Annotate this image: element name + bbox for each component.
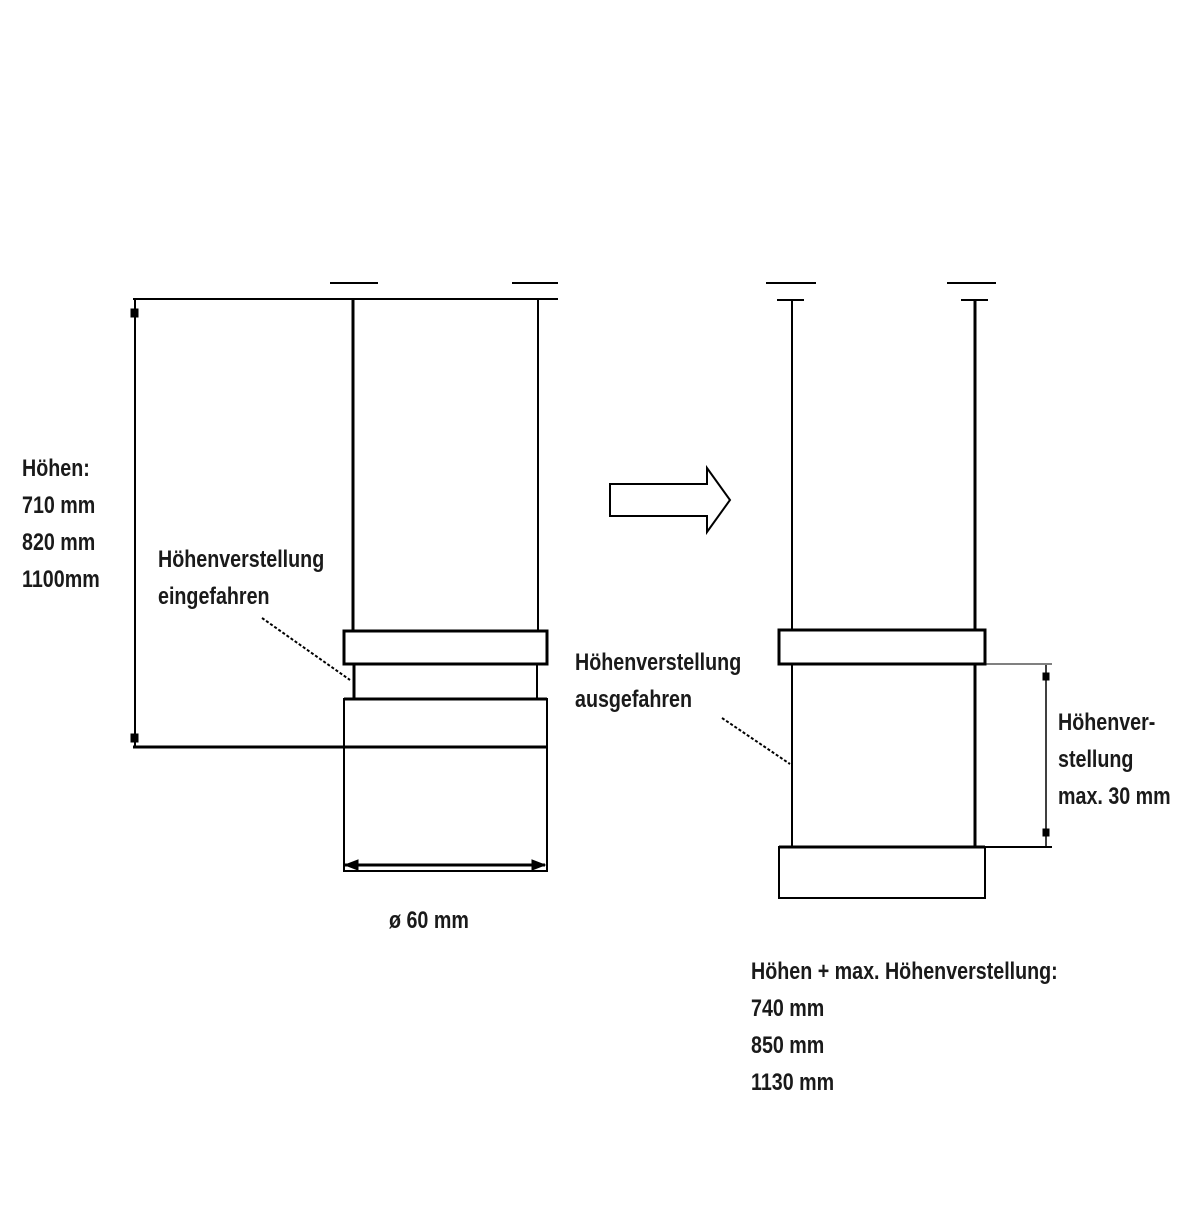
right-heights-label: Höhen + max. Höhenverstellung: 740 mm 85… [751, 953, 1058, 1101]
adjust-label-line: max. 30 mm [1058, 783, 1171, 810]
arrow-outline [609, 464, 732, 536]
extended-label-line: ausgefahren [575, 686, 693, 713]
diameter-label: ø 60 mm [389, 902, 469, 939]
left-heights-label: Höhen: 710 mm 820 mm 1100mm [22, 450, 100, 598]
leg-retracted [130, 282, 558, 872]
ext-collar [777, 628, 987, 666]
left-height-value: 710 mm [22, 492, 96, 519]
right-heights-title: Höhen + max. Höhenverstellung: [751, 958, 1058, 985]
extended-leader-line [721, 717, 791, 765]
ext-dim-tick-bottom [1042, 828, 1050, 837]
extended-label-line: Höhenverstellung [575, 649, 742, 676]
foot-block [343, 698, 548, 872]
right-height-value: 850 mm [751, 1032, 825, 1059]
ext-foot-block [778, 846, 986, 899]
right-height-value: 740 mm [751, 995, 825, 1022]
height-dim-tick-bottom [130, 733, 139, 743]
retracted-leader-line [261, 617, 351, 681]
diameter-arrow-left [343, 859, 359, 871]
leg-extended [721, 282, 1052, 899]
extended-label: Höhenverstellung ausgefahren [575, 644, 741, 718]
ext-dim-tick-top [1042, 672, 1050, 681]
adjust-max-label: Höhenver- stellung max. 30 mm [1058, 704, 1171, 815]
retracted-label-line: eingefahren [158, 583, 270, 610]
left-heights-title: Höhen: [22, 455, 90, 482]
left-height-value: 820 mm [22, 529, 96, 556]
right-height-value: 1130 mm [751, 1069, 835, 1096]
diameter-arrow-right [531, 859, 547, 871]
retracted-label: Höhenverstellung eingefahren [158, 541, 324, 615]
adjust-label-line: stellung [1058, 746, 1134, 773]
transition-arrow [609, 464, 732, 536]
diameter-value: ø 60 mm [389, 907, 469, 934]
left-height-value: 1100mm [22, 566, 100, 593]
adjust-label-line: Höhenver- [1058, 709, 1156, 736]
retracted-label-line: Höhenverstellung [158, 546, 325, 573]
height-dim-tick-top [130, 308, 139, 318]
adjustment-collar-upper [342, 629, 549, 666]
